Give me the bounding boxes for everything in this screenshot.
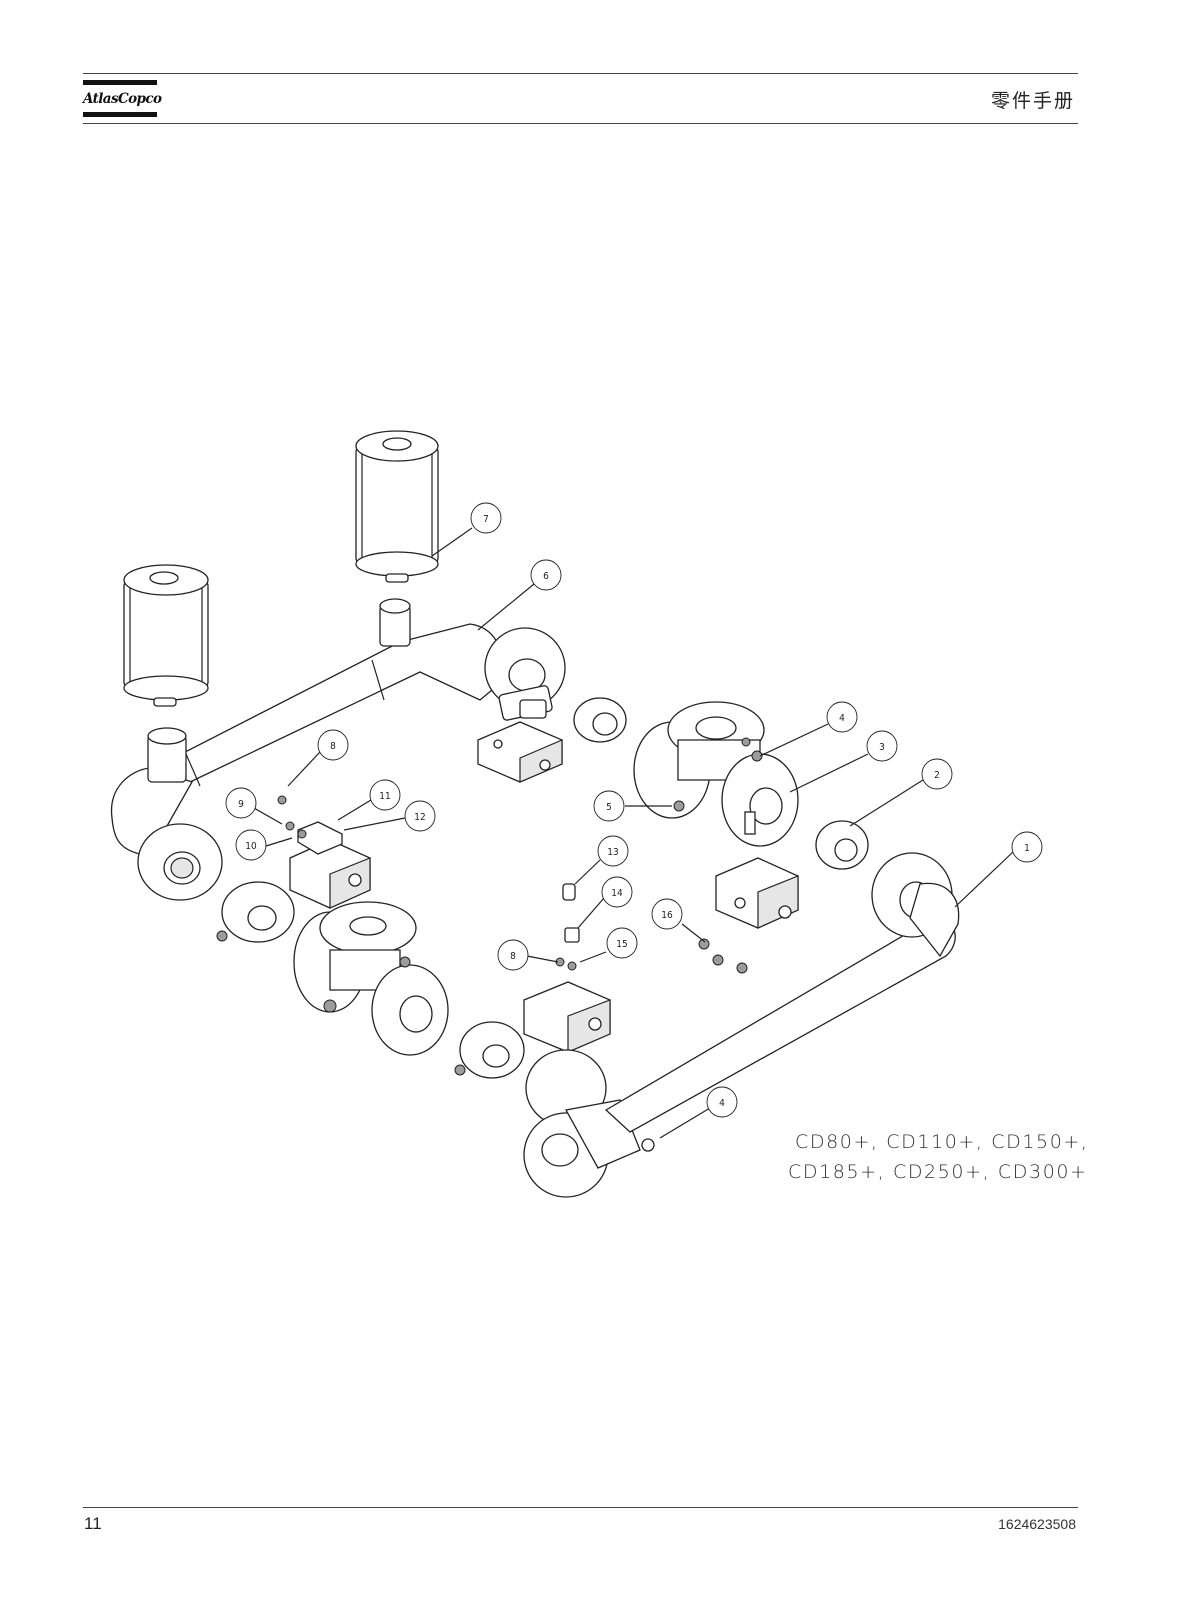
middle-left-valve [216, 839, 449, 1056]
callout-6-label: 6 [543, 571, 549, 582]
callout-16-label: 16 [661, 910, 673, 921]
left-manifold-pipe [110, 598, 502, 857]
model-list-line-2: CD185+, CD250+, CD300+ [788, 1161, 1088, 1183]
callout-9-label: 9 [238, 799, 244, 810]
left-flange [137, 823, 223, 901]
callout-1-label: 1 [1024, 843, 1030, 854]
exploded-parts-diagram: 1 2 3 4 4 5 6 7 8 8 9 10 [110, 430, 1089, 1198]
page-number: 11 [84, 1514, 102, 1533]
document-title: 零件手册 [990, 90, 1075, 112]
callout-9: 9 [225, 787, 257, 819]
logo-bar-bottom [83, 112, 157, 117]
silencer-rear [355, 430, 439, 583]
callout-13-label: 13 [607, 847, 618, 858]
logo-bar-top [83, 80, 157, 85]
callout-10: 10 [235, 829, 267, 861]
callout-11: 11 [369, 779, 401, 811]
callout-4-upper: 4 [826, 701, 858, 733]
callout-4-upper-label: 4 [839, 713, 845, 724]
right-valve-body [633, 701, 869, 929]
callout-8-lower: 8 [497, 939, 529, 971]
callout-2-label: 2 [934, 770, 940, 781]
callout-14-label: 14 [611, 888, 623, 899]
atlas-copco-logo: AtlasCopco [83, 80, 162, 118]
silencer-front [123, 564, 209, 707]
callout-14: 14 [601, 876, 633, 908]
callout-15: 15 [606, 927, 638, 959]
callout-7: 7 [470, 502, 502, 534]
callout-6: 6 [530, 559, 562, 591]
callout-5: 5 [593, 790, 625, 822]
footer-rule [83, 1507, 1078, 1508]
callout-3-label: 3 [879, 742, 885, 753]
right-manifold-pipe [604, 852, 960, 1133]
small-fittings [277, 737, 763, 974]
callout-12: 12 [404, 800, 436, 832]
callout-4-lower: 4 [706, 1086, 738, 1118]
callout-1: 1 [1011, 831, 1043, 863]
callout-8-upper-label: 8 [330, 741, 336, 752]
callout-13: 13 [597, 835, 629, 867]
front-valve [454, 981, 655, 1198]
callout-5-label: 5 [606, 802, 612, 813]
model-list-line-1: CD80+, CD110+, CD150+, [795, 1131, 1089, 1153]
callout-4-lower-label: 4 [719, 1098, 725, 1109]
callout-7-label: 7 [483, 514, 489, 525]
rear-flange-valve [477, 627, 627, 783]
callout-8-lower-label: 8 [510, 951, 516, 962]
callout-16: 16 [651, 898, 683, 930]
document-number: 1624623508 [998, 1516, 1076, 1532]
callout-8-upper: 8 [317, 729, 349, 761]
callout-3: 3 [866, 730, 898, 762]
header-rule-bottom [83, 123, 1078, 124]
header-rule-top [83, 73, 1078, 74]
logo-text: AtlasCopco [83, 91, 162, 107]
leader-lines [253, 527, 1014, 1139]
callout-10-label: 10 [245, 841, 257, 852]
callout-15-label: 15 [616, 939, 627, 950]
callout-11-label: 11 [379, 791, 390, 802]
callout-2: 2 [921, 758, 953, 790]
callout-12-label: 12 [414, 812, 425, 823]
